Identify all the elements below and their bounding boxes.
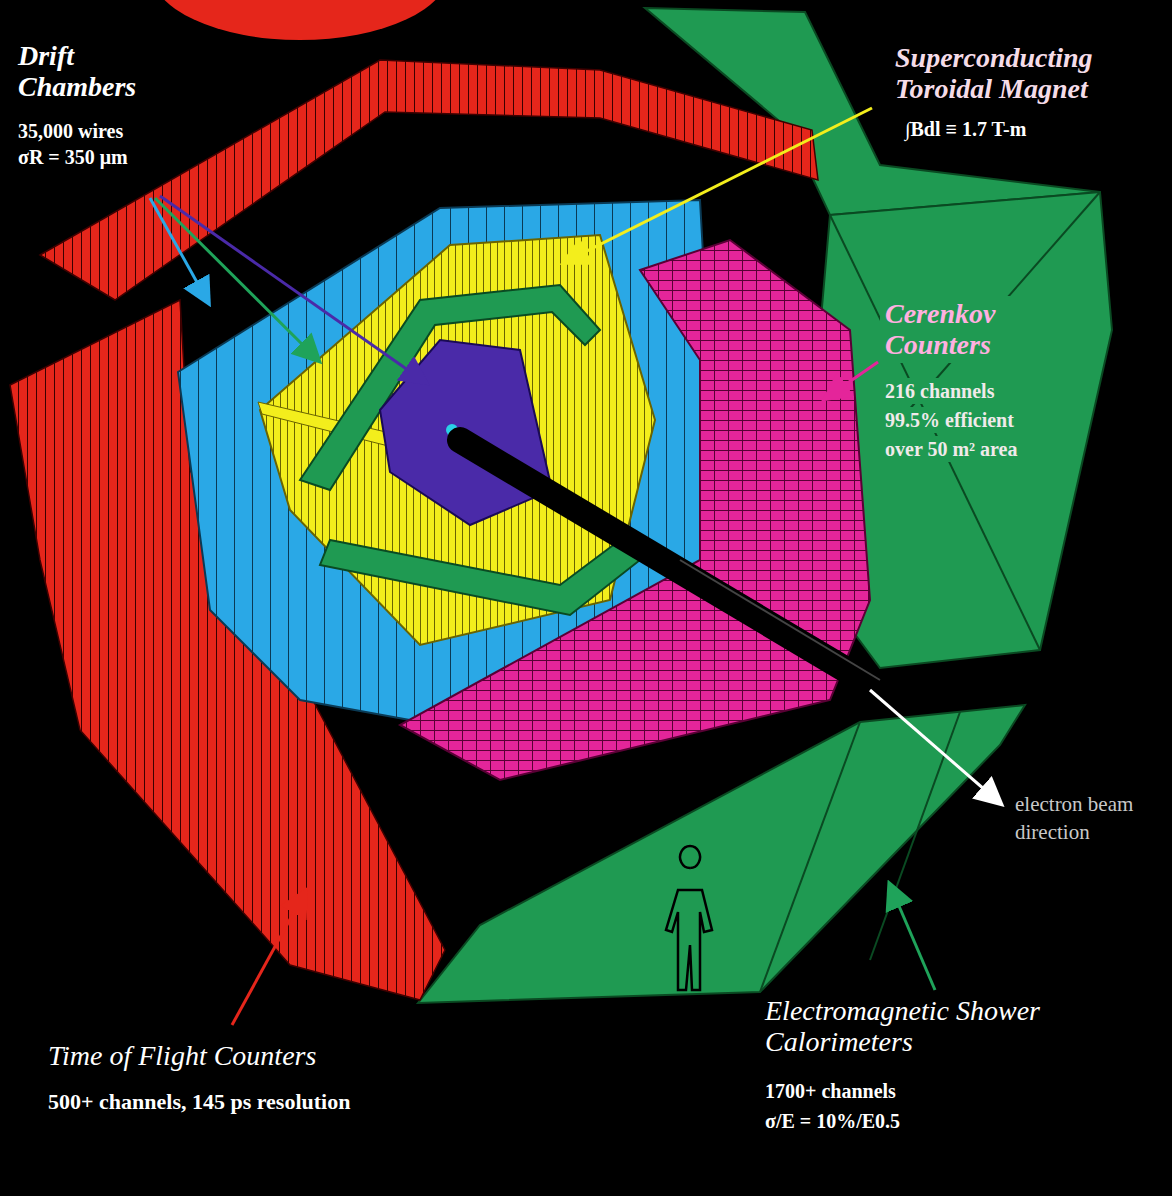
spec-text-box: σ/E = 10%/E0.5 bbox=[765, 1110, 1065, 1132]
part-title: Superconducting Toroidal Magnet bbox=[895, 42, 1093, 104]
direction-note: electron beam direction bbox=[1015, 792, 1133, 844]
spec-text: 35,000 wires bbox=[18, 120, 123, 142]
time-of-flight-counters bbox=[10, 60, 818, 1000]
part-title-box: Superconducting Toroidal Magnet bbox=[895, 42, 1160, 105]
spec-text-box: ∫Bdl ≡ 1.7 T-m bbox=[905, 118, 1125, 140]
spec-text: 216 channels bbox=[880, 378, 999, 404]
spec-text-box: 99.5% efficient bbox=[880, 407, 1095, 433]
spec-text: 1700+ channels bbox=[765, 1080, 896, 1102]
part-title-box: Drift Chambers bbox=[18, 40, 198, 103]
part-title: Cerenkov Counters bbox=[880, 296, 1095, 363]
spec-text: 500+ channels, 145 ps resolution bbox=[48, 1089, 350, 1114]
spec-text-box: σR = 350 μm bbox=[18, 146, 218, 168]
red-emblem bbox=[150, 0, 450, 40]
spec-text: over 50 m² area bbox=[880, 436, 1022, 462]
spec-text: σ/E = 10%/E0.5 bbox=[765, 1110, 900, 1132]
spec-text-box: 216 channels bbox=[880, 378, 1095, 404]
spec-text: σR = 350 μm bbox=[18, 146, 128, 168]
spec-text-box: over 50 m² area bbox=[880, 436, 1095, 462]
spec-text: ∫Bdl ≡ 1.7 T-m bbox=[905, 118, 1026, 140]
part-title: Electromagnetic Shower Calorimeters bbox=[765, 995, 1040, 1057]
part-title-box: Time of Flight Counters bbox=[48, 1040, 468, 1071]
beam-pipe bbox=[460, 440, 880, 690]
part-title: Time of Flight Counters bbox=[48, 1040, 316, 1071]
person-silhouette bbox=[666, 846, 712, 990]
spec-text-box: 500+ channels, 145 ps resolution bbox=[48, 1090, 528, 1115]
direction-note-box: electron beam direction bbox=[1015, 790, 1140, 847]
part-title-box: Cerenkov Counters bbox=[880, 296, 1095, 363]
spec-text: 99.5% efficient bbox=[880, 407, 1019, 433]
leader-arrows bbox=[150, 108, 1000, 1025]
spec-text-box: 1700+ channels bbox=[765, 1080, 1065, 1102]
part-title-box: Electromagnetic Shower Calorimeters bbox=[765, 995, 1145, 1058]
drift-chamber-region2-lower bbox=[320, 540, 640, 615]
spec-text-box: 35,000 wires bbox=[18, 120, 218, 142]
part-title: Drift Chambers bbox=[18, 40, 136, 102]
